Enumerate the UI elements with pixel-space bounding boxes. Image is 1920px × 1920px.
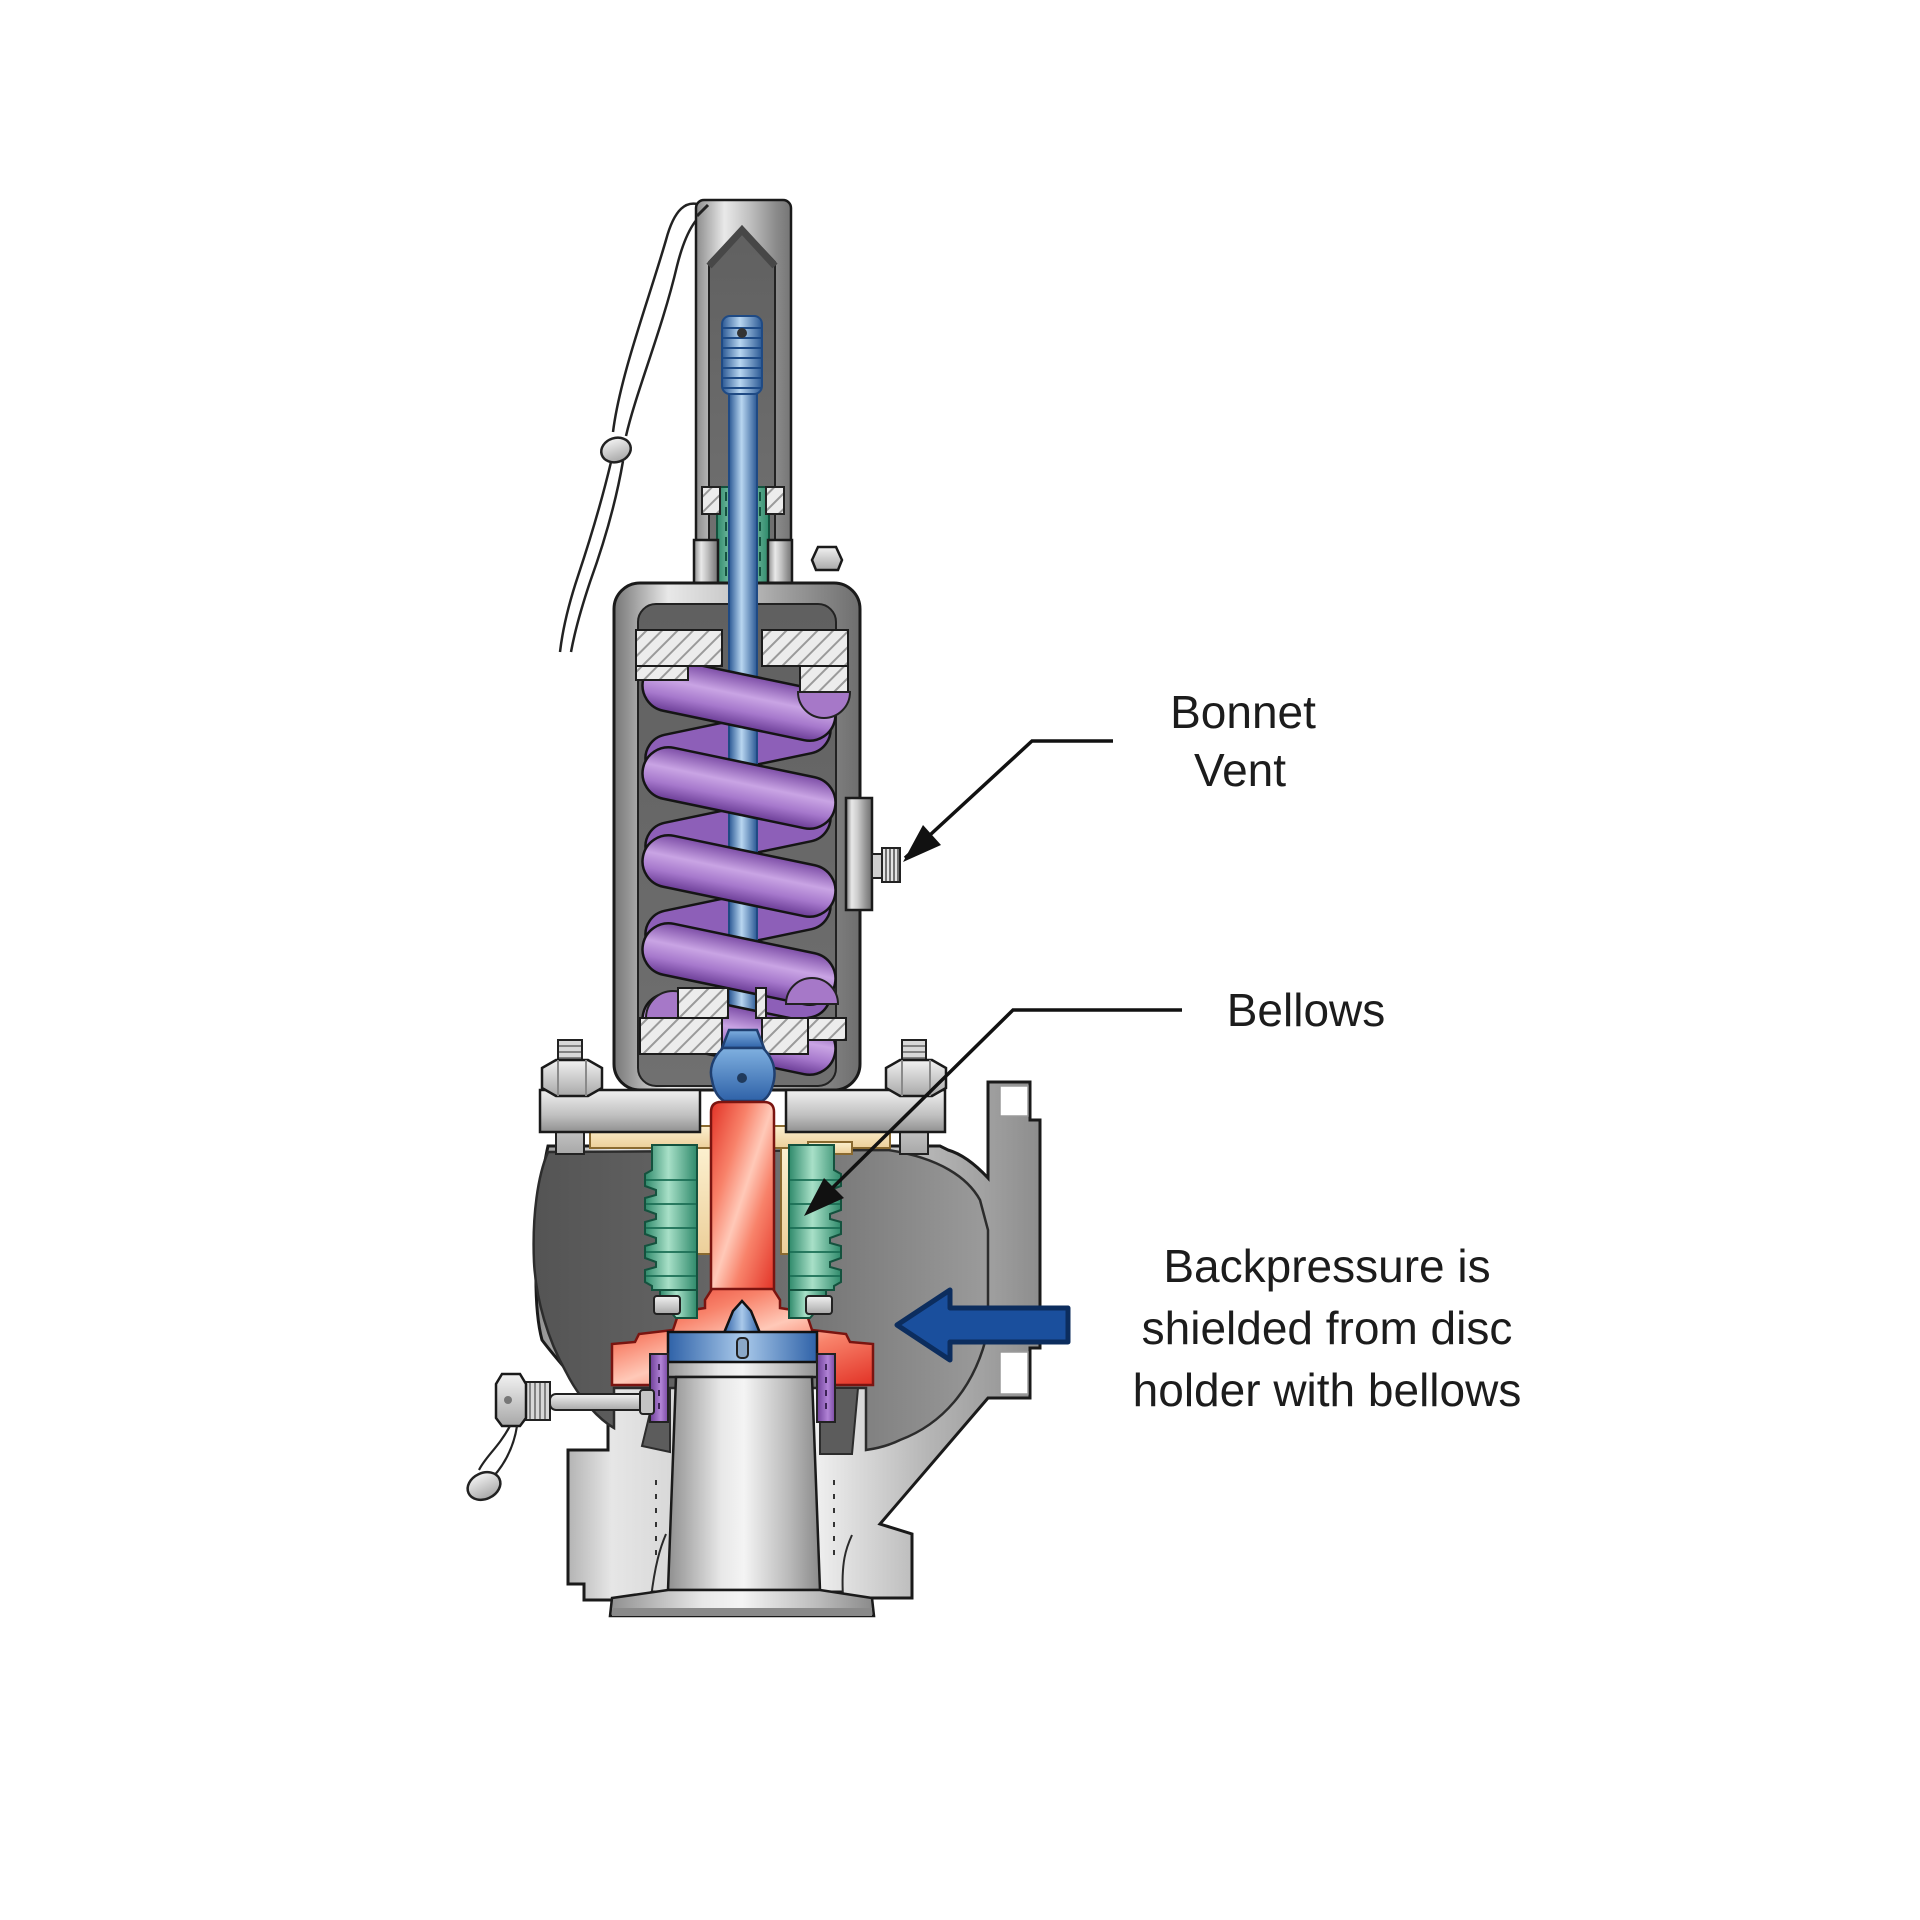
disc-pin	[736, 1337, 749, 1359]
seal-wire	[558, 202, 710, 653]
hex-nut-right	[884, 1058, 948, 1098]
leader-arrowhead-vent-icon	[903, 825, 941, 862]
test-gag	[466, 1372, 655, 1502]
backpressure-label-line3: holder with bellows	[1133, 1364, 1522, 1416]
bonnet-vent-label-line1: Bonnet	[1170, 686, 1316, 738]
backpressure-label-line1: Backpressure is	[1163, 1240, 1490, 1292]
bellows-nut-left	[653, 1295, 681, 1315]
bonnet-vent-fitting	[844, 796, 901, 912]
inlet-flange-bolt-hole-top	[999, 1085, 1029, 1117]
label-backpressure: Backpressure is shielded from disc holde…	[1133, 1240, 1522, 1416]
bonnet-cap-plug	[810, 545, 844, 572]
packing-gland-right	[765, 486, 785, 515]
gag-rod	[549, 1393, 653, 1411]
hex-nut-left	[540, 1058, 604, 1098]
gag-cap	[466, 1470, 502, 1502]
stud-bolt-left	[540, 1039, 604, 1098]
spindle-threaded-top	[721, 315, 763, 395]
packing-gland-left	[701, 486, 721, 515]
disc	[666, 1299, 819, 1364]
bonnet-flange	[538, 1039, 948, 1155]
flow-direction-arrow	[894, 1287, 1071, 1363]
stud-bolt-right	[884, 1039, 948, 1098]
inlet-flange-bolt-hole-bottom	[999, 1351, 1029, 1395]
label-bonnet-vent: Bonnet Vent	[1170, 686, 1316, 796]
spring-end-lower-right	[784, 977, 840, 1005]
lead-seal	[600, 436, 632, 464]
upper-spring-washer	[635, 629, 852, 719]
leader-arrowhead-bellows-icon	[804, 1178, 844, 1216]
lower-spring-washer	[639, 977, 847, 1055]
bellows-leader	[804, 1008, 1182, 1216]
spring-end-upper	[796, 691, 852, 719]
disc-guide-rings	[649, 1353, 836, 1423]
backpressure-label-line2: shielded from disc	[1142, 1302, 1513, 1354]
bonnet-vent-label-line2: Vent	[1194, 744, 1286, 796]
bellows-nut-right	[805, 1295, 833, 1315]
bellows-label: Bellows	[1227, 984, 1386, 1036]
bellows	[644, 1144, 842, 1319]
bonnet-vent-leader	[903, 739, 1113, 862]
